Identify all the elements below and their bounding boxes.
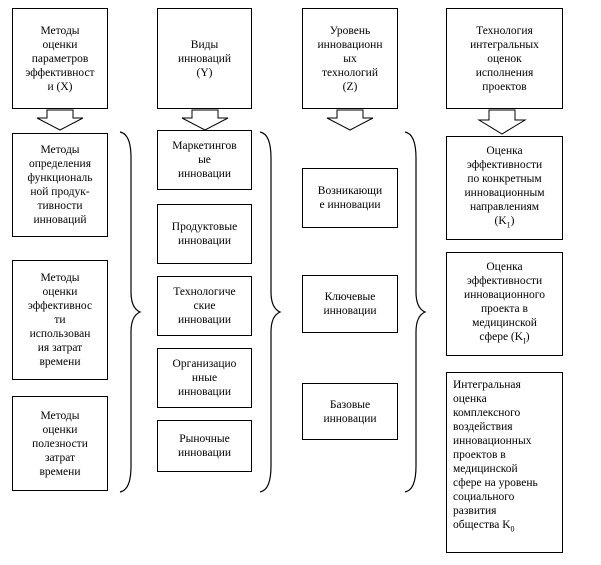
header-tech-level-z-text: Уровень инновационн ых технологий (Z) bbox=[317, 24, 383, 93]
k-box-3-sub: 0 bbox=[510, 524, 515, 534]
y-box-market: Рыночные инновации bbox=[157, 420, 252, 472]
y-box-4-text: Организацио нные инновации bbox=[172, 358, 237, 398]
arrow-down-k bbox=[477, 109, 527, 135]
y-box-marketing: Маркетингов ые инновации bbox=[157, 130, 252, 190]
brace-z bbox=[404, 131, 427, 493]
header-innovation-types-y: Виды инноваций (Y) bbox=[157, 8, 252, 109]
header-integral-tech-text: Технология интегральных оценок исполнени… bbox=[470, 24, 539, 93]
y-box-technological: Технологиче ские инновации bbox=[157, 276, 252, 336]
brace-y bbox=[259, 131, 282, 493]
x-box-3-text: Методы оценки полезности затрат времени bbox=[32, 409, 88, 478]
z-box-emerging: Возникающи е инновации bbox=[302, 168, 398, 228]
k-box-2-main: Оценка эффективности инновационного прое… bbox=[464, 260, 545, 343]
arrow-down-y bbox=[181, 109, 229, 131]
x-box-2-text: Методы оценки эффективнос ти использован… bbox=[27, 272, 93, 368]
k-box-1-tail: ) bbox=[510, 214, 515, 227]
arrow-down-z bbox=[326, 109, 374, 131]
k-box-medical-project: Оценка эффективности инновационного прое… bbox=[446, 252, 563, 356]
y-box-1-text: Маркетингов ые инновации bbox=[172, 140, 237, 180]
arrow-down-x bbox=[36, 109, 84, 131]
x-box-1-text: Методы определения функциональ ной проду… bbox=[27, 144, 93, 226]
k-box-3-main: Интегральная оценка комплексного воздейс… bbox=[453, 379, 538, 531]
x-box-time-efficiency: Методы оценки эффективнос ти использован… bbox=[12, 260, 108, 380]
y-box-5-text: Рыночные инновации bbox=[177, 433, 232, 459]
k-box-1-text: Оценка эффективности по конкретным иннов… bbox=[465, 144, 545, 232]
y-box-2-text: Продуктовые инновации bbox=[171, 221, 238, 247]
k-box-2-tail: ) bbox=[525, 330, 530, 343]
z-box-2-text: Ключевые инновации bbox=[323, 291, 377, 317]
y-box-organizational: Организацио нные инновации bbox=[157, 348, 252, 408]
k-box-2-text: Оценка эффективности инновационного прое… bbox=[464, 260, 545, 348]
header-tech-level-z: Уровень инновационн ых технологий (Z) bbox=[302, 8, 398, 109]
z-box-1-text: Возникающи е инновации bbox=[317, 185, 383, 211]
y-box-product: Продуктовые инновации bbox=[157, 204, 252, 264]
header-integral-tech: Технология интегральных оценок исполнени… bbox=[446, 8, 563, 109]
brace-x bbox=[119, 131, 142, 493]
z-box-key: Ключевые инновации bbox=[302, 275, 398, 333]
k-box-3-text: Интегральная оценка комплексного воздейс… bbox=[453, 378, 538, 536]
z-box-3-text: Базовые инновации bbox=[323, 398, 377, 425]
k-box-2-sub: I bbox=[523, 336, 526, 346]
z-box-basic: Базовые инновации bbox=[302, 383, 398, 440]
x-box-functional-productivity: Методы определения функциональ ной проду… bbox=[12, 133, 108, 237]
x-box-time-usefulness: Методы оценки полезности затрат времени bbox=[12, 396, 108, 491]
k-box-1-sub: 1 bbox=[506, 220, 511, 230]
k-box-1-main: Оценка эффективности по конкретным иннов… bbox=[464, 144, 545, 227]
header-methods-x: Методы оценки параметров эффективност и … bbox=[12, 8, 108, 109]
header-methods-x-text: Методы оценки параметров эффективност и … bbox=[25, 24, 95, 93]
y-box-3-text: Технологиче ские инновации bbox=[173, 286, 236, 326]
header-innovation-types-y-text: Виды инноваций (Y) bbox=[177, 38, 232, 79]
k-box-specific-directions: Оценка эффективности по конкретным иннов… bbox=[446, 136, 563, 240]
k-box-integral-assessment: Интегральная оценка комплексного воздейс… bbox=[446, 372, 563, 553]
